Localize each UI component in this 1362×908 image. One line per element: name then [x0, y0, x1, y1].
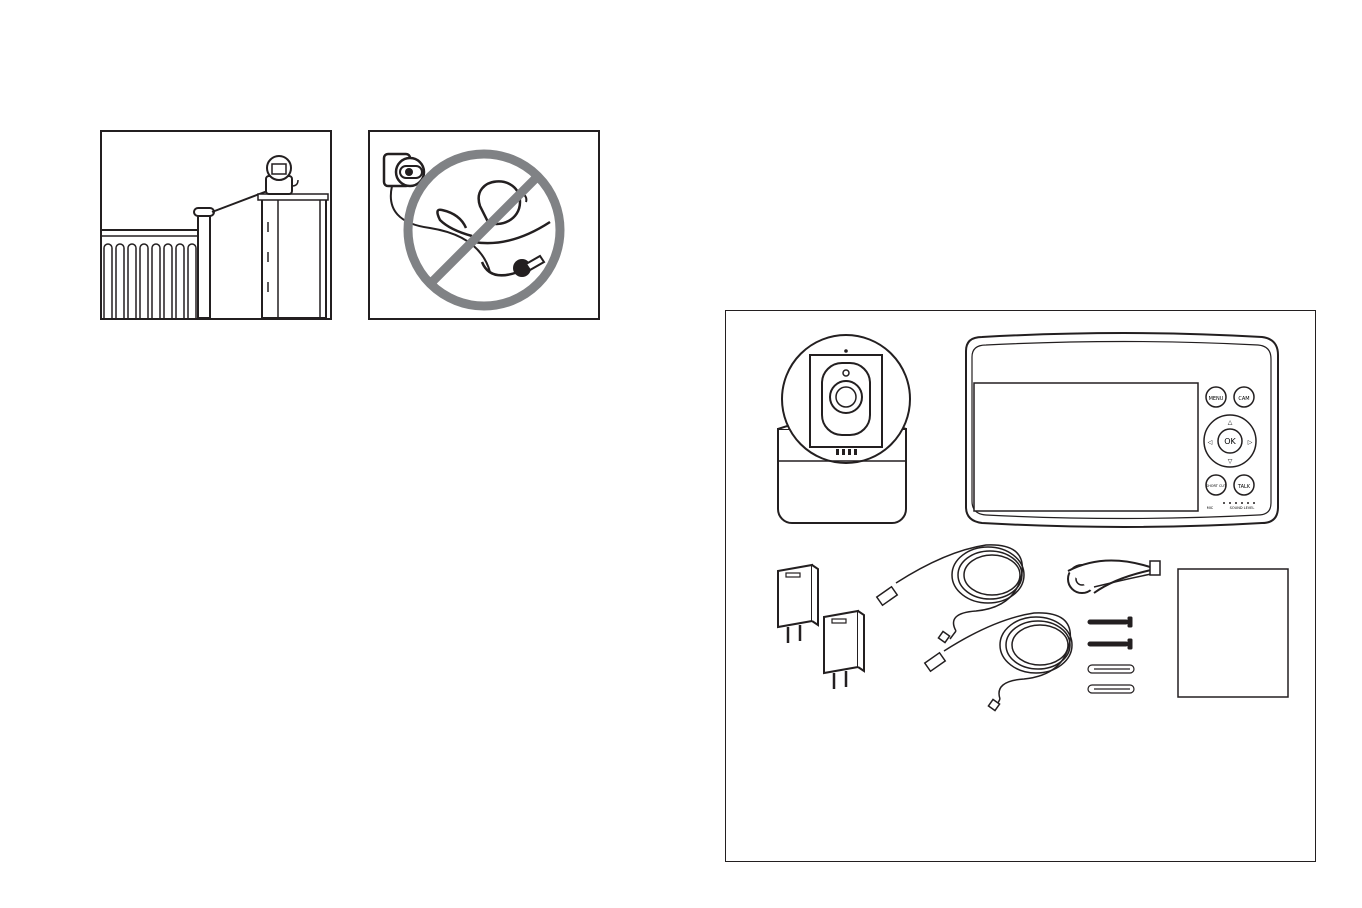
- right-arrow-icon: ▷: [1248, 439, 1253, 446]
- sound-level-label: SOUND LEVEL: [1230, 506, 1255, 510]
- ok-button-label: OK: [1224, 437, 1236, 446]
- mounting-clip-icon: [1068, 560, 1160, 593]
- usb-cable-icon: [877, 545, 1072, 711]
- menu-button-label: MENU: [1209, 396, 1224, 402]
- talk-button-label: TALK: [1237, 484, 1251, 490]
- mic-label: MIC: [1207, 506, 1214, 510]
- camera-unit-icon: [778, 335, 910, 523]
- placement-illustration-panel: [100, 130, 332, 320]
- wall-anchor-icon: [1088, 665, 1134, 693]
- short-cut-button-label: SHORT CUT: [1206, 484, 1227, 488]
- screw-icon: [1088, 617, 1132, 649]
- up-arrow-icon: △: [1228, 419, 1233, 426]
- user-manual-icon: [1178, 569, 1288, 697]
- down-arrow-icon: ▽: [1228, 458, 1233, 465]
- package-contents-panel: MENU CAM OK △ ▽ ◁ ▷ SHORT CUT TALK MIC S…: [725, 310, 1316, 862]
- cam-button-label: CAM: [1238, 396, 1249, 402]
- parent-monitor-icon: MENU CAM OK △ ▽ ◁ ▷ SHORT CUT TALK MIC S…: [966, 333, 1278, 527]
- camera-on-dresser-icon: [102, 132, 330, 318]
- power-adapter-icon: [778, 565, 864, 689]
- warning-illustration-panel: [368, 130, 600, 320]
- no-baby-near-cord-icon: [370, 132, 598, 318]
- package-contents-illustration: MENU CAM OK △ ▽ ◁ ▷ SHORT CUT TALK MIC S…: [726, 311, 1314, 860]
- left-arrow-icon: ◁: [1208, 439, 1213, 446]
